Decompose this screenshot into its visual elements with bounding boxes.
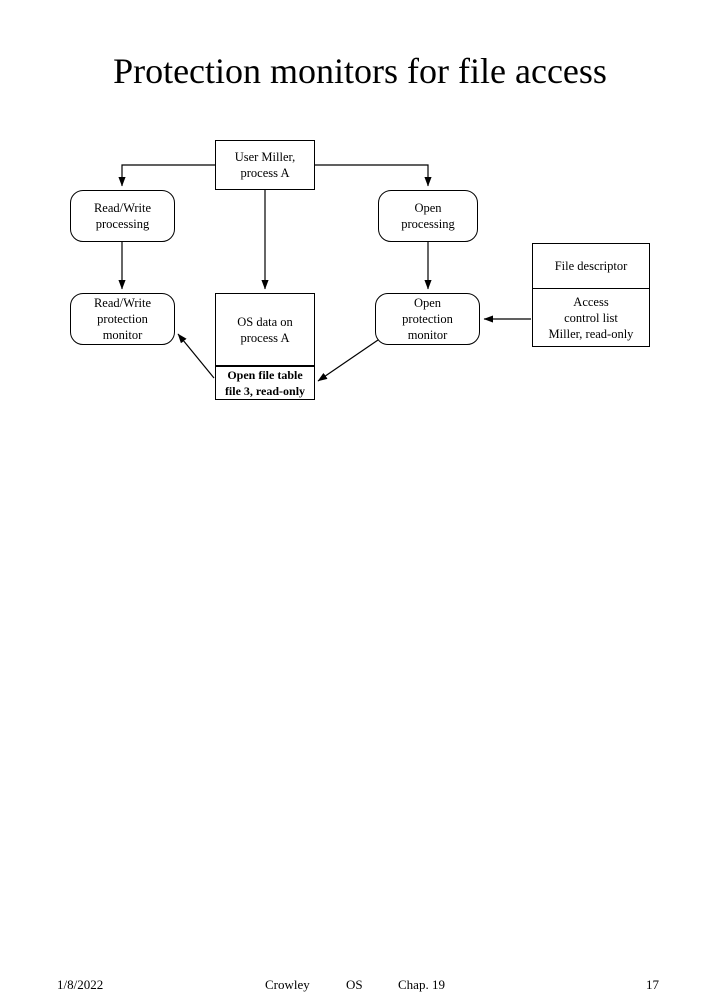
footer-date: 1/8/2022 [57,977,104,992]
node-file-descriptor-group[interactable]: File descriptor Access control list Mill… [532,243,650,347]
node-os-data-line-1: OS data on [237,314,293,329]
node-user-miller[interactable]: User Miller, process A [215,140,315,190]
footer-page-number: 17 [646,977,659,992]
node-open-protection-monitor[interactable]: Open protection monitor [375,293,480,345]
node-read-write-protection-monitor-line-2: protection [97,312,148,326]
node-os-data-line-2: process A [240,330,290,345]
node-read-write-protection-monitor-line-3: monitor [102,328,143,342]
diagram-connectors [118,164,531,382]
slide-footer: 1/8/2022 Crowley OS Chap. 19 17 [0,480,720,992]
node-os-data-on-process-a[interactable]: OS data on process A [215,293,315,366]
footer-author: Crowley [265,977,310,992]
node-open-processing[interactable]: Open processing [378,190,478,242]
node-file-descriptor-line-1: File descriptor [554,259,628,273]
node-read-write-protection-monitor-line-1: Read/Write [93,296,152,310]
connector-user-to-open-processing [315,164,432,187]
connector-user-to-rw-processing [118,164,215,187]
node-open-file-table[interactable]: Open file table file 3, read-only [215,366,315,400]
node-file-descriptor[interactable]: File descriptor [532,243,650,289]
node-open-protection-monitor-line-3: monitor [407,328,448,342]
footer-chapter: Chap. 19 [398,977,445,992]
footer-course: OS [346,977,363,992]
node-open-file-table-line-2: file 3, read-only [224,384,306,398]
node-read-write-processing-line-2: processing [95,217,150,231]
node-read-write-processing[interactable]: Read/Write processing [70,190,175,242]
protection-monitor-diagram: User Miller, process A Read/Write proces… [0,0,720,470]
node-open-file-table-line-1: Open file table [227,368,303,382]
page-title: Protection monitors for file access [113,51,607,91]
node-access-control-list-line-1: Access [573,294,609,309]
node-read-write-processing-line-1: Read/Write [93,201,152,215]
node-open-protection-monitor-line-1: Open [413,296,442,310]
node-access-control-list[interactable]: Access control list Miller, read-only [532,289,650,347]
node-open-processing-line-2: processing [401,217,455,231]
node-user-miller-line-2: process A [240,166,290,180]
node-read-write-protection-monitor[interactable]: Read/Write protection monitor [70,293,175,345]
node-open-processing-line-1: Open [414,201,442,215]
connector-open-monitor-to-open-file-table [317,339,379,382]
connector-open-file-table-to-rw-monitor [177,333,215,379]
node-user-miller-line-1: User Miller, [234,150,296,164]
node-access-control-list-line-3: Miller, read-only [548,326,634,341]
node-open-protection-monitor-line-2: protection [402,312,453,326]
node-access-control-list-line-2: control list [564,310,618,325]
